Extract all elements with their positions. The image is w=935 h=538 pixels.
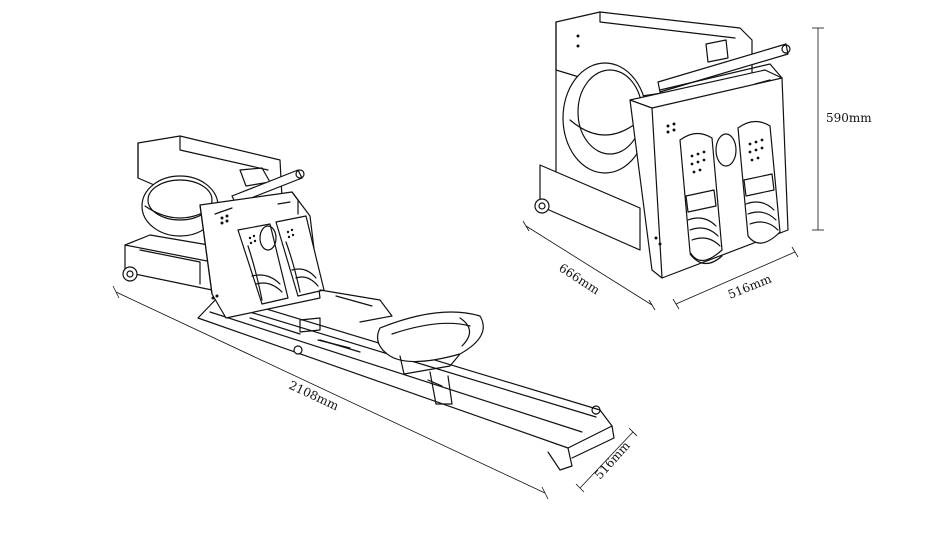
depth-label: 666mm bbox=[556, 261, 602, 298]
footplates bbox=[237, 215, 325, 305]
length-dimension-line bbox=[115, 291, 546, 494]
rower-side-view bbox=[122, 135, 615, 471]
height-label: 590mm bbox=[826, 111, 872, 125]
seat bbox=[377, 311, 484, 375]
front-footplates bbox=[679, 120, 781, 265]
front-handlebar bbox=[657, 43, 791, 93]
front-width-label: 516mm bbox=[726, 271, 774, 301]
rower-front-view bbox=[534, 11, 791, 279]
depth-dimension-line bbox=[525, 225, 653, 306]
side-width-label: 516mm bbox=[592, 438, 633, 482]
front-width-dimension-line bbox=[675, 251, 796, 305]
wheel-icon bbox=[534, 198, 550, 214]
rail-hardware bbox=[293, 289, 393, 355]
wheel-icon bbox=[122, 266, 138, 282]
dimension-lines bbox=[112, 27, 824, 500]
length-label: 2108mm bbox=[287, 378, 342, 413]
front-base bbox=[534, 34, 641, 251]
side-width-dimension-line bbox=[579, 431, 634, 489]
